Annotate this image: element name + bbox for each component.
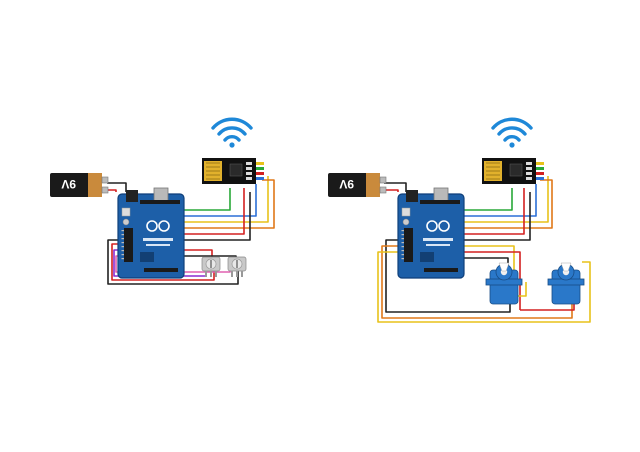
receiver-diagram: 9V bbox=[327, 117, 591, 323]
transmitter-diagram: 9V bbox=[49, 117, 275, 285]
battery-label: 9V bbox=[339, 177, 354, 191]
battery-label: 9V bbox=[61, 177, 76, 191]
wifi-signal-icon bbox=[491, 117, 533, 150]
potentiometer-icon bbox=[227, 256, 247, 278]
servo-motor-icon bbox=[547, 262, 585, 305]
nrf24l01-module-icon bbox=[481, 157, 544, 185]
servo-motor-icon bbox=[485, 262, 523, 305]
arduino-uno-icon bbox=[117, 187, 185, 279]
arduino-uno-icon bbox=[397, 187, 465, 279]
wifi-signal-icon bbox=[211, 117, 253, 150]
battery-9v-icon: 9V bbox=[327, 172, 387, 198]
nrf24l01-module-icon bbox=[201, 157, 264, 185]
battery-9v-icon: 9V bbox=[49, 172, 109, 198]
potentiometer-icon bbox=[201, 256, 221, 278]
